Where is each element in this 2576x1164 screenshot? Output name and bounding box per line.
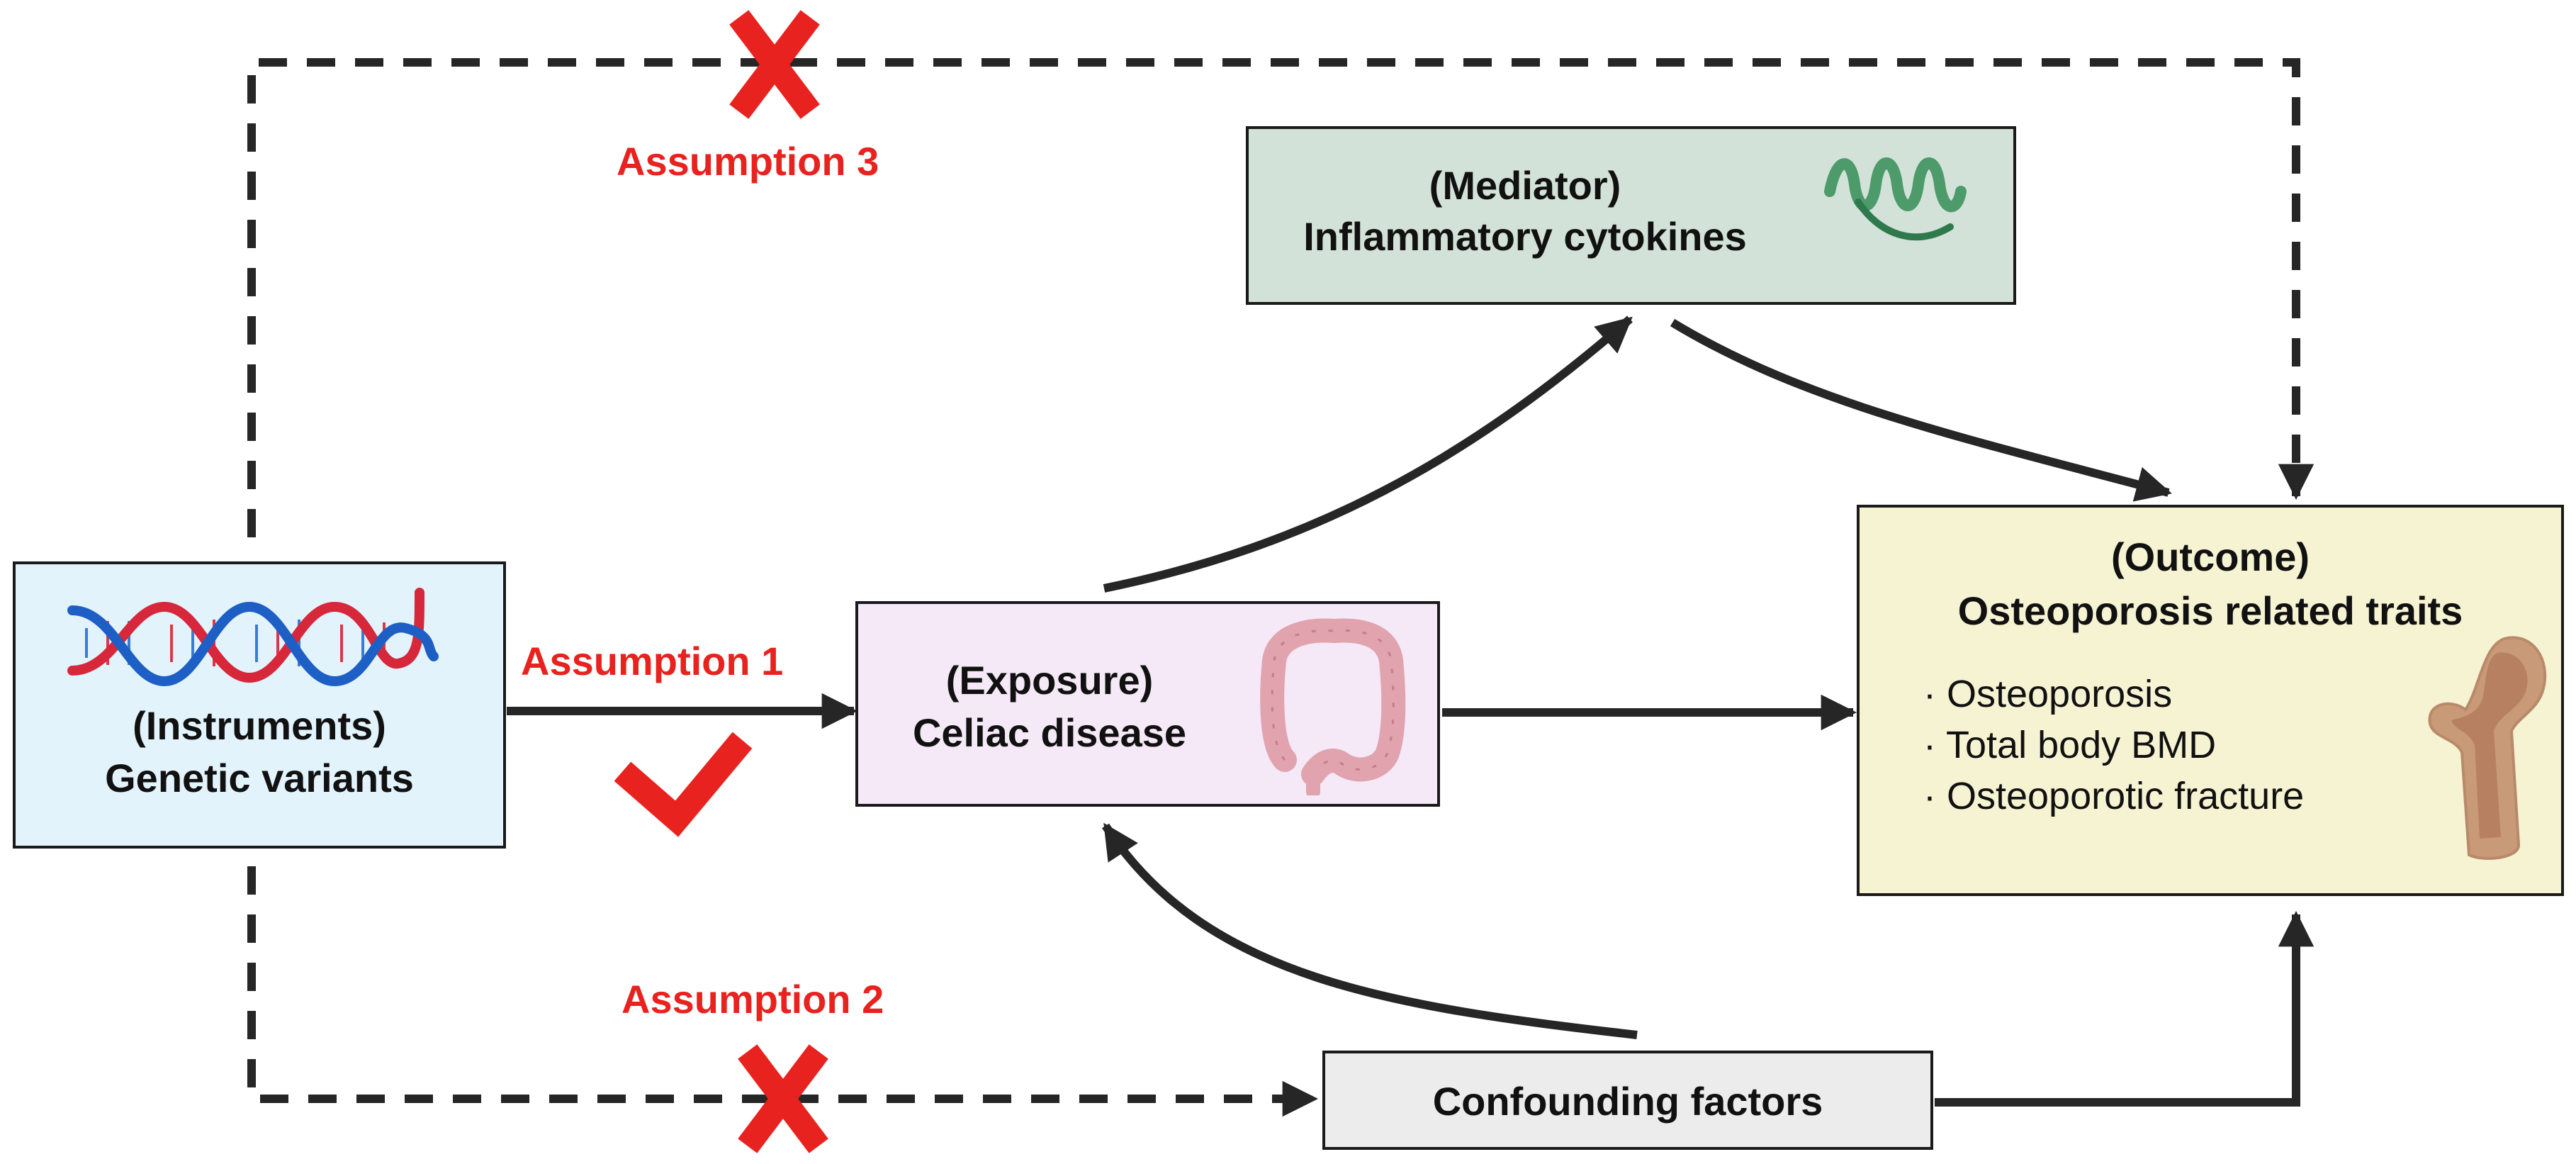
arrow-mediator-outcome (1670, 318, 2172, 502)
instruments-box: (Instruments) Genetic variants (13, 561, 506, 849)
arrow-exposure-mediator (1103, 315, 1633, 593)
confounding-label: Confounding factors (1432, 1079, 1823, 1124)
assumption1-label: Assumption 1 (521, 639, 784, 683)
assumption1-check-icon (614, 732, 753, 837)
outcome-label: Osteoporosis related traits (1957, 588, 2463, 633)
femur-icon (2428, 636, 2547, 860)
assumption3-cross-icon (729, 10, 820, 119)
assumption3-path (247, 58, 2315, 537)
exposure-label: Celiac disease (912, 710, 1187, 755)
outcome-tag: (Outcome) (2111, 535, 2310, 579)
assumption3-label: Assumption 3 (617, 139, 879, 184)
outcome-trait-1: · Osteoporosis (1923, 673, 2173, 715)
protein-icon (1824, 157, 1967, 241)
assumption2-path (247, 866, 1319, 1117)
exposure-box: (Exposure) Celiac disease (855, 601, 1440, 807)
mediator-label: Inflammatory cytokines (1303, 214, 1747, 259)
instruments-label: Genetic variants (105, 756, 414, 800)
exposure-tag: (Exposure) (945, 658, 1154, 703)
mediator-tag: (Mediator) (1429, 163, 1621, 208)
dna-icon (67, 588, 439, 687)
assumption2-cross-icon (738, 1044, 828, 1153)
outcome-box: (Outcome) Osteoporosis related traits · … (1857, 505, 2564, 896)
colon-icon (1260, 618, 1406, 795)
confounding-box: Confounding factors (1322, 1051, 1933, 1150)
outcome-trait-2: · Total body BMD (1923, 724, 2217, 766)
outcome-trait-3: · Osteoporotic fracture (1923, 775, 2305, 817)
instruments-tag: (Instruments) (133, 703, 386, 748)
arrow-confounding-outcome (1935, 910, 2315, 1107)
mediator-box: (Mediator) Inflammatory cytokines (1246, 126, 2016, 305)
assumption2-label: Assumption 2 (621, 977, 884, 1022)
arrow-confounding-exposure (1101, 822, 1638, 1039)
